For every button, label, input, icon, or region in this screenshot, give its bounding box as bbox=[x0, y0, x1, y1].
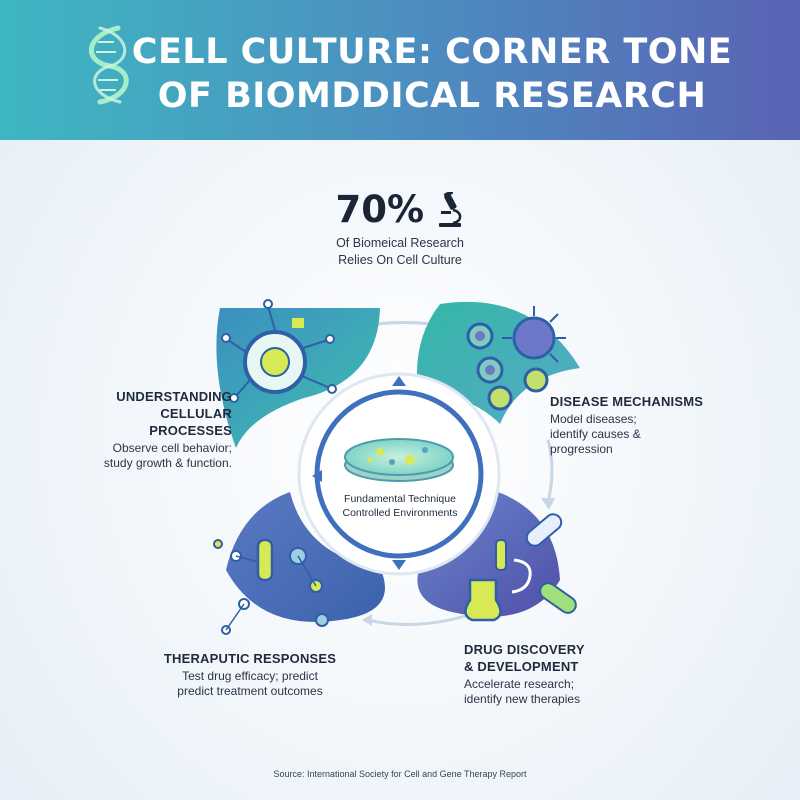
test-tube-icon bbox=[213, 538, 329, 635]
cycle-arrow-bottom bbox=[362, 614, 372, 626]
center-label-line-1: Fundamental Technique bbox=[344, 493, 456, 505]
therapeutic-desc-line-2: predict treatment outcomes bbox=[177, 684, 323, 698]
stat-value: 70% bbox=[335, 188, 425, 231]
title-line-2: OF BIOMDDICAL RESEARCH bbox=[157, 76, 707, 116]
understanding-title-line-1: UNDERSTANDING bbox=[116, 389, 232, 404]
pill-capsule-icon bbox=[464, 513, 577, 622]
stat-label-line-2: Relies On Cell Culture bbox=[338, 253, 462, 267]
source-citation: Source: International Society for Cell a… bbox=[273, 769, 527, 779]
drug-title-line-2: & DEVELOPMENT bbox=[464, 659, 579, 674]
disease-title: DISEASE MECHANISMS bbox=[550, 394, 704, 409]
drug-label: DRUG DISCOVERY & DEVELOPMENT Accelerate … bbox=[464, 641, 634, 707]
disease-desc-line-2: identify causes & bbox=[550, 427, 641, 441]
header-banner: CELL CULTURE: CORNER TONE OF BIOMDDICAL … bbox=[0, 0, 800, 140]
understanding-desc-line-2: study growth & function. bbox=[103, 456, 232, 470]
disease-desc-line-3: progression bbox=[550, 442, 613, 456]
center-label-line-2: Controlled Environments bbox=[342, 507, 458, 519]
understanding-title-line-2: CELLULAR PROCESSES bbox=[149, 406, 232, 438]
title-line-1: CELL CULTURE: CORNER TONE bbox=[131, 32, 733, 72]
understanding-label: UNDERSTANDING CELLULAR PROCESSES Observe… bbox=[96, 388, 232, 471]
therapeutic-title: THERAPUTIC RESPONSES bbox=[163, 651, 337, 666]
dna-helix-icon bbox=[89, 25, 129, 105]
stat-block: 70% Of Biomeical Research Relies On Cell… bbox=[300, 188, 500, 269]
disease-label: DISEASE MECHANISMS Model diseases; ident… bbox=[550, 393, 730, 457]
stat-label: Of Biomeical Research Relies On Cell Cul… bbox=[300, 235, 500, 269]
center-ring-arrow-left bbox=[312, 470, 322, 482]
cell-network-icon bbox=[221, 299, 337, 403]
drug-desc-line-1: Accelerate research; bbox=[464, 677, 575, 691]
therapeutic-label: THERAPUTIC RESPONSES Test drug efficacy;… bbox=[150, 650, 350, 699]
cycle-arrow-right bbox=[541, 498, 555, 510]
therapeutic-desc-line-1: Test drug efficacy; predict bbox=[182, 669, 318, 683]
drug-desc-line-2: identify new therapies bbox=[464, 692, 581, 706]
virus-icon bbox=[466, 306, 566, 411]
petri-dish-icon bbox=[344, 438, 454, 482]
center-ring-arrow-top bbox=[392, 376, 406, 386]
drug-title-line-1: DRUG DISCOVERY bbox=[464, 642, 585, 657]
cycle-arc-right bbox=[546, 439, 554, 503]
stat-label-line-1: Of Biomeical Research bbox=[336, 236, 464, 250]
microscope-icon bbox=[438, 191, 461, 227]
disease-desc-line-1: Model diseases; bbox=[550, 412, 637, 426]
page-title: CELL CULTURE: CORNER TONE OF BIOMDDICAL … bbox=[112, 30, 752, 118]
center-ring-arrow-bottom bbox=[392, 560, 406, 570]
understanding-desc-line-1: Observe cell behavior; bbox=[112, 441, 232, 455]
center-label: Fundamental Technique Controlled Environ… bbox=[320, 492, 480, 520]
